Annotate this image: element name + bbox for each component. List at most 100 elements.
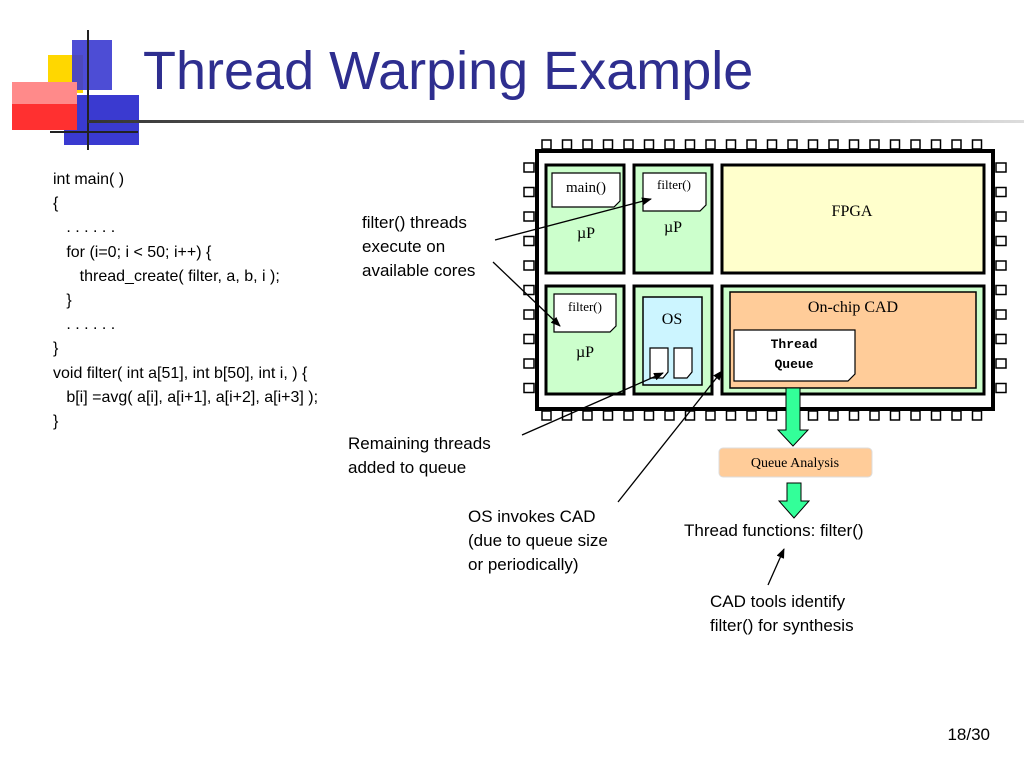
thread-queue-line1: Thread: [771, 337, 818, 352]
core-filter-bottom-tag: filter(): [568, 299, 602, 314]
chip-pin: [684, 139, 696, 150]
code-line: }: [53, 340, 59, 358]
chip-pin: [523, 260, 535, 271]
chip-pin: [995, 235, 1007, 247]
code-line: void filter( int a[51], int b[50], int i…: [53, 364, 308, 382]
chip-pin: [523, 382, 535, 394]
queue-analysis-label: Queue Analysis: [751, 456, 839, 471]
thread-queue-box: [733, 329, 856, 382]
chip-pin: [523, 235, 535, 247]
chip-pin: [971, 410, 983, 421]
core-filter-bottom-label: µP: [576, 344, 594, 361]
chip-pin: [869, 410, 880, 421]
chip-pin: [523, 211, 535, 222]
page-number: 18/30: [947, 725, 990, 744]
pointer-arrow: [521, 372, 664, 436]
chip-pin: [889, 139, 901, 150]
chip-pin: [910, 410, 921, 421]
cad-label: On-chip CAD: [808, 299, 898, 316]
code-line: }: [53, 413, 59, 431]
annotation-filter-threads: filter() threads execute on available co…: [362, 213, 476, 280]
chip-pin: [643, 410, 655, 421]
core-main-tag: main(): [566, 180, 606, 196]
chip-pin: [995, 162, 1007, 173]
code-block: int main( ) { . . . . . . for (i=0; i < …: [53, 168, 318, 434]
chip-pin: [889, 410, 901, 421]
chip-pin: [623, 410, 634, 421]
title-underline: [88, 120, 1024, 123]
chip-pin: [523, 162, 535, 173]
annotation-cad-tools: CAD tools identify filter() for synthesi…: [710, 592, 854, 635]
fpga-block: [720, 163, 986, 275]
code-line: . . . . . .: [53, 219, 116, 237]
chip-pin: [995, 211, 1007, 222]
thread-queue-line2: Queue: [774, 357, 813, 372]
chip-pins: [523, 139, 1007, 421]
thread-item-icon: [649, 347, 669, 379]
chip-pin: [787, 139, 798, 150]
chip-pin: [807, 139, 819, 150]
chip-pin: [807, 410, 819, 421]
chip-pin: [971, 139, 983, 150]
chip-pin: [910, 139, 921, 150]
chip-pin: [523, 284, 535, 296]
code-line: thread_create( filter, a, b, i );: [53, 267, 280, 285]
chip-pin: [705, 410, 716, 421]
chip-pin: [951, 139, 962, 150]
chip-pin: [523, 358, 535, 369]
code-line: {: [53, 195, 59, 213]
chip-pin: [705, 139, 716, 150]
core-filter-top-label: µP: [664, 219, 682, 236]
chip-pin: [523, 309, 535, 320]
chip-pin: [995, 186, 1007, 198]
chip-pin: [561, 139, 573, 150]
chip-pin: [951, 410, 962, 421]
code-line: }: [53, 292, 72, 310]
code-line: . . . . . .: [53, 316, 116, 334]
chip-pin: [766, 410, 778, 421]
pointer-arrow: [617, 370, 723, 503]
pointer-arrow: [767, 548, 785, 586]
annotation-os-invokes: OS invokes CAD (due to queue size or per…: [468, 507, 608, 574]
chip-pin: [995, 260, 1007, 271]
chip-pin: [523, 333, 535, 345]
chip-pin: [746, 139, 757, 150]
chip-pin: [664, 410, 675, 421]
chip-pin: [725, 139, 737, 150]
chip-pin: [828, 139, 839, 150]
main-tag-shape: [551, 172, 621, 208]
core-filter-top-tag: filter(): [657, 177, 691, 192]
queue-analysis-box: [718, 447, 873, 478]
chip-pin: [766, 139, 778, 150]
chip-pin: [828, 410, 839, 421]
pointer-arrow: [492, 261, 561, 327]
thread-functions-label: Thread functions: filter(): [684, 521, 864, 540]
chip-pin: [869, 139, 880, 150]
chip-pin: [995, 333, 1007, 345]
chip-pin: [848, 410, 860, 421]
annotation-remaining-threads: Remaining threads added to queue: [348, 434, 491, 477]
chip-pin: [523, 186, 535, 198]
chip-pin: [995, 382, 1007, 394]
chip-pin: [643, 139, 655, 150]
chip-pin: [602, 139, 614, 150]
down-arrow-icon: [777, 482, 811, 519]
chip-pin: [848, 139, 860, 150]
slide-title: Thread Warping Example: [143, 41, 754, 101]
chip-pin: [995, 309, 1007, 320]
code-line: for (i=0; i < 50; i++) {: [53, 243, 212, 261]
chip-pin: [995, 284, 1007, 296]
chip-pin: [664, 139, 675, 150]
chip-pin: [582, 410, 593, 421]
chip-pin: [541, 139, 552, 150]
os-label: OS: [662, 311, 682, 328]
chip-pin: [623, 139, 634, 150]
thread-item-icon: [673, 347, 693, 379]
chip-pin: [995, 358, 1007, 369]
chip-pin: [930, 410, 942, 421]
core-main-label: µP: [577, 225, 595, 242]
chip-pin: [582, 139, 593, 150]
chip-pin: [602, 410, 614, 421]
chip-pin: [541, 410, 552, 421]
